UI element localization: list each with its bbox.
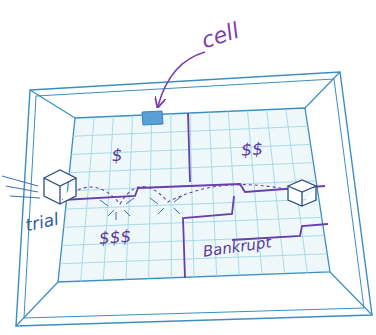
die — [288, 180, 316, 206]
leader-arrow — [158, 52, 205, 106]
grid-line — [126, 116, 133, 280]
region-divider — [188, 113, 190, 182]
grid-line — [149, 115, 152, 279]
grid-lines — [60, 109, 327, 281]
region-label: $ — [111, 145, 123, 166]
grid-line — [66, 199, 319, 209]
splash-mark — [100, 198, 134, 220]
tray-floor — [58, 108, 330, 282]
tray-wall-edge — [16, 72, 372, 326]
annotation-label: trial — [24, 209, 61, 236]
tray-rim — [16, 72, 372, 326]
board-region: $$ — [221, 132, 283, 166]
trajectory — [78, 185, 290, 204]
region-label: $$$ — [98, 226, 132, 248]
grid-line — [60, 254, 327, 264]
sketch-label-box: cell — [186, 10, 254, 61]
sketch-label-box: trial — [12, 202, 73, 241]
grid-line — [69, 163, 313, 173]
grid-line — [170, 114, 172, 278]
region-divider — [62, 184, 325, 200]
grid-line — [71, 144, 310, 154]
region-label: $$ — [241, 138, 264, 159]
splash-mark — [150, 196, 182, 214]
grid-line — [64, 217, 322, 227]
board-region: Bankrupt — [190, 226, 283, 268]
board-region: $ — [91, 138, 143, 171]
grid-line — [73, 126, 308, 136]
board-region: $$$ — [81, 220, 149, 255]
die — [44, 170, 76, 204]
grid-line — [190, 113, 194, 277]
tray-rim-inner — [24, 79, 364, 318]
motion-lines — [2, 176, 40, 198]
region-divider — [183, 196, 234, 278]
annotation-label: cell — [198, 17, 242, 52]
region-label: Bankrupt — [202, 233, 273, 260]
highlighted-cell — [142, 111, 163, 125]
